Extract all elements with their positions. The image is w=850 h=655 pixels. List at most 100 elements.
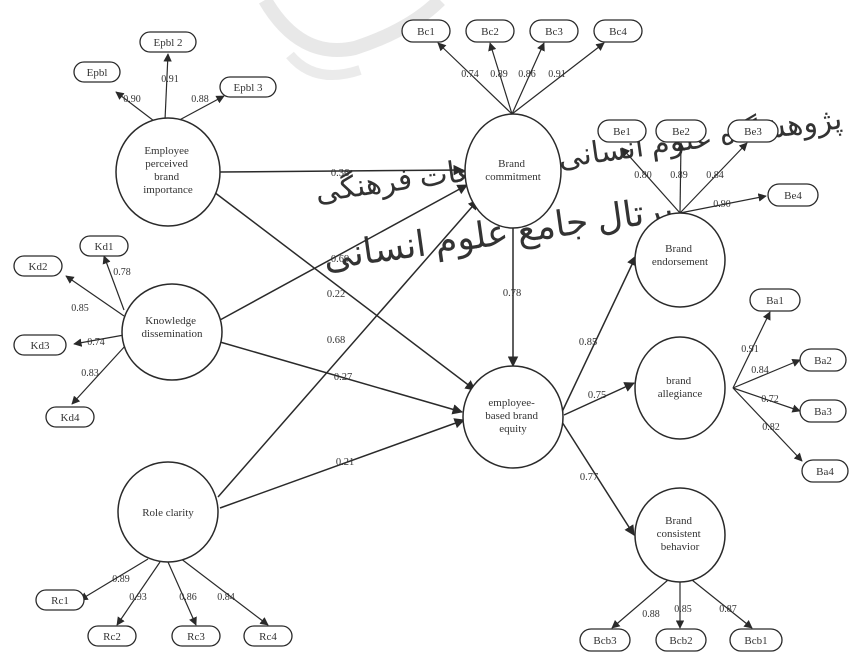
indicator-label-ba3: Ba3 xyxy=(814,406,832,418)
loading-value-bc1: 0.74 xyxy=(461,69,479,80)
path-coefficient-bc-ebbe: 0.78 xyxy=(503,288,521,299)
indicator-label-kd4: Kd4 xyxy=(61,412,80,424)
construct-kd xyxy=(121,283,223,381)
loading-value-rc1: 0.89 xyxy=(112,574,130,585)
path-kd-to-bc xyxy=(219,184,468,321)
indicator-box-ba1 xyxy=(749,288,801,312)
construct-label-epbi-line: perceived xyxy=(145,158,188,170)
construct-epbi xyxy=(115,117,221,227)
construct-label-bcb-line: behavior xyxy=(661,541,700,553)
indicator-box-rc3 xyxy=(171,625,221,647)
loading-value-kd1: 0.78 xyxy=(113,267,131,278)
indicator-box-ba2 xyxy=(799,348,847,372)
loading-arrow-bc2 xyxy=(488,42,513,115)
loading-arrow-ep2 xyxy=(163,53,172,121)
indicator-box-bcb2 xyxy=(655,628,707,652)
indicator-box-be4 xyxy=(767,183,819,207)
indicator-box-rc2 xyxy=(87,625,137,647)
construct-label-ba-line: brand xyxy=(666,375,692,387)
loading-arrow-rc4 xyxy=(179,557,269,626)
loading-value-ba3: 0.72 xyxy=(761,394,779,405)
loading-value-rc2: 0.93 xyxy=(129,592,147,603)
indicator-labels: Epbl Epbl 2 Epbl 3 Bc1 Bc2 Bc3 Bc4 Kd1 K… xyxy=(29,26,835,647)
construct-label-rc-line: Role clarity xyxy=(142,507,194,519)
path-ebbe-to-ba xyxy=(563,382,635,416)
indicator-box-be3 xyxy=(727,119,779,143)
construct-label-epbi-line: brand xyxy=(154,171,180,183)
indicator-label-bc4: Bc4 xyxy=(609,26,627,38)
construct-label-bcb-line: Brand xyxy=(665,515,692,527)
loading-value-bc3: 0.86 xyxy=(518,69,536,80)
indicator-label-ba1: Ba1 xyxy=(766,295,784,307)
indicator-boxes xyxy=(13,19,849,652)
loading-value-rc3: 0.86 xyxy=(179,592,197,603)
loading-arrow-bcb3 xyxy=(691,579,753,629)
loading-value-be3: 0.84 xyxy=(706,170,724,181)
construct-label-bcb: Brand consistent behavior xyxy=(657,515,704,553)
path-coefficient-epbi-ebbe: 0.22 xyxy=(327,289,345,300)
indicator-box-kd4 xyxy=(45,406,95,428)
indicator-label-bc2: Bc2 xyxy=(481,26,499,38)
indicator-box-bc4 xyxy=(593,19,643,43)
construct-be xyxy=(634,212,726,308)
indicator-label-be1: Be1 xyxy=(613,126,631,138)
loading-arrow-bc1 xyxy=(437,42,513,115)
construct-label-bcb-line: consistent xyxy=(657,528,701,540)
indicator-box-ep2 xyxy=(139,31,197,53)
indicator-label-bc3: Bc3 xyxy=(545,26,563,38)
loading-value-ep1: 0.90 xyxy=(123,94,141,105)
path-coefficient-kd-ebbe: 0.27 xyxy=(334,372,352,383)
loading-value-bc4: 0.91 xyxy=(548,69,566,80)
construct-label-kd-line: dissemination xyxy=(141,328,203,340)
loading-value-ba1: 0.91 xyxy=(741,344,759,355)
construct-bcb xyxy=(634,487,726,583)
indicator-box-ba3 xyxy=(799,399,847,423)
loading-arrow-ba1 xyxy=(732,311,771,389)
construct-ebbe xyxy=(462,365,564,469)
indicator-label-be3: Be3 xyxy=(744,126,762,138)
construct-label-be-line: Brand xyxy=(665,243,692,255)
structural-paths xyxy=(213,164,637,536)
path-epbi-to-ebbe xyxy=(213,191,476,391)
loading-arrow-be1 xyxy=(621,147,681,214)
loading-value-bc2: 0.89 xyxy=(490,69,508,80)
loading-arrow-ep1 xyxy=(115,91,159,125)
construct-ba xyxy=(634,336,726,440)
indicator-box-kd2 xyxy=(13,255,63,277)
loading-value-be4: 0.90 xyxy=(713,199,731,210)
indicator-label-ba4: Ba4 xyxy=(816,466,834,478)
construct-labels: Employee perceived brand importance Know… xyxy=(141,145,708,553)
indicator-box-bcb1 xyxy=(579,628,631,652)
loading-arrow-rc2 xyxy=(116,561,161,626)
path-coefficient-rc-ebbe: 0.21 xyxy=(336,457,354,468)
loading-value-kd2: 0.85 xyxy=(71,303,89,314)
indicator-label-kd3: Kd3 xyxy=(31,340,50,352)
loading-arrow-bc4 xyxy=(511,42,605,115)
path-coefficient-ebbe-bcb: 0.77 xyxy=(580,472,598,483)
path-coefficient-ebbe-ba: 0.75 xyxy=(588,390,606,401)
path-coefficient-kd-bc: 0.69 xyxy=(331,254,349,265)
construct-rc xyxy=(117,461,219,563)
construct-label-bc-line: commitment xyxy=(485,171,541,183)
indicator-label-kd2: Kd2 xyxy=(29,261,48,273)
path-ebbe-to-be xyxy=(561,255,637,413)
loading-value-ba4: 0.82 xyxy=(762,422,780,433)
loading-value-kd4: 0.83 xyxy=(81,368,99,379)
indicator-label-kd1: Kd1 xyxy=(95,241,114,253)
loading-value-ep3: 0.88 xyxy=(191,94,209,105)
loading-value-rc4: 0.84 xyxy=(217,592,235,603)
loading-arrow-ba3 xyxy=(732,387,801,413)
construct-label-ba-line: allegiance xyxy=(658,388,703,400)
indicator-box-bc2 xyxy=(465,19,515,43)
construct-bc xyxy=(464,113,562,229)
construct-label-bc: Brand commitment xyxy=(485,158,541,183)
construct-label-kd-line: Knowledge xyxy=(145,315,196,327)
indicator-label-ep2: Epbl 2 xyxy=(153,37,182,49)
indicator-label-be2: Be2 xyxy=(672,126,690,138)
loading-arrow-ba2 xyxy=(732,359,801,389)
construct-label-epbi-line: Employee xyxy=(144,145,189,157)
indicator-label-rc3: Rc3 xyxy=(187,631,205,643)
indicator-label-rc1: Rc1 xyxy=(51,595,69,607)
construct-label-epbi: Employee perceived brand importance xyxy=(143,145,193,196)
